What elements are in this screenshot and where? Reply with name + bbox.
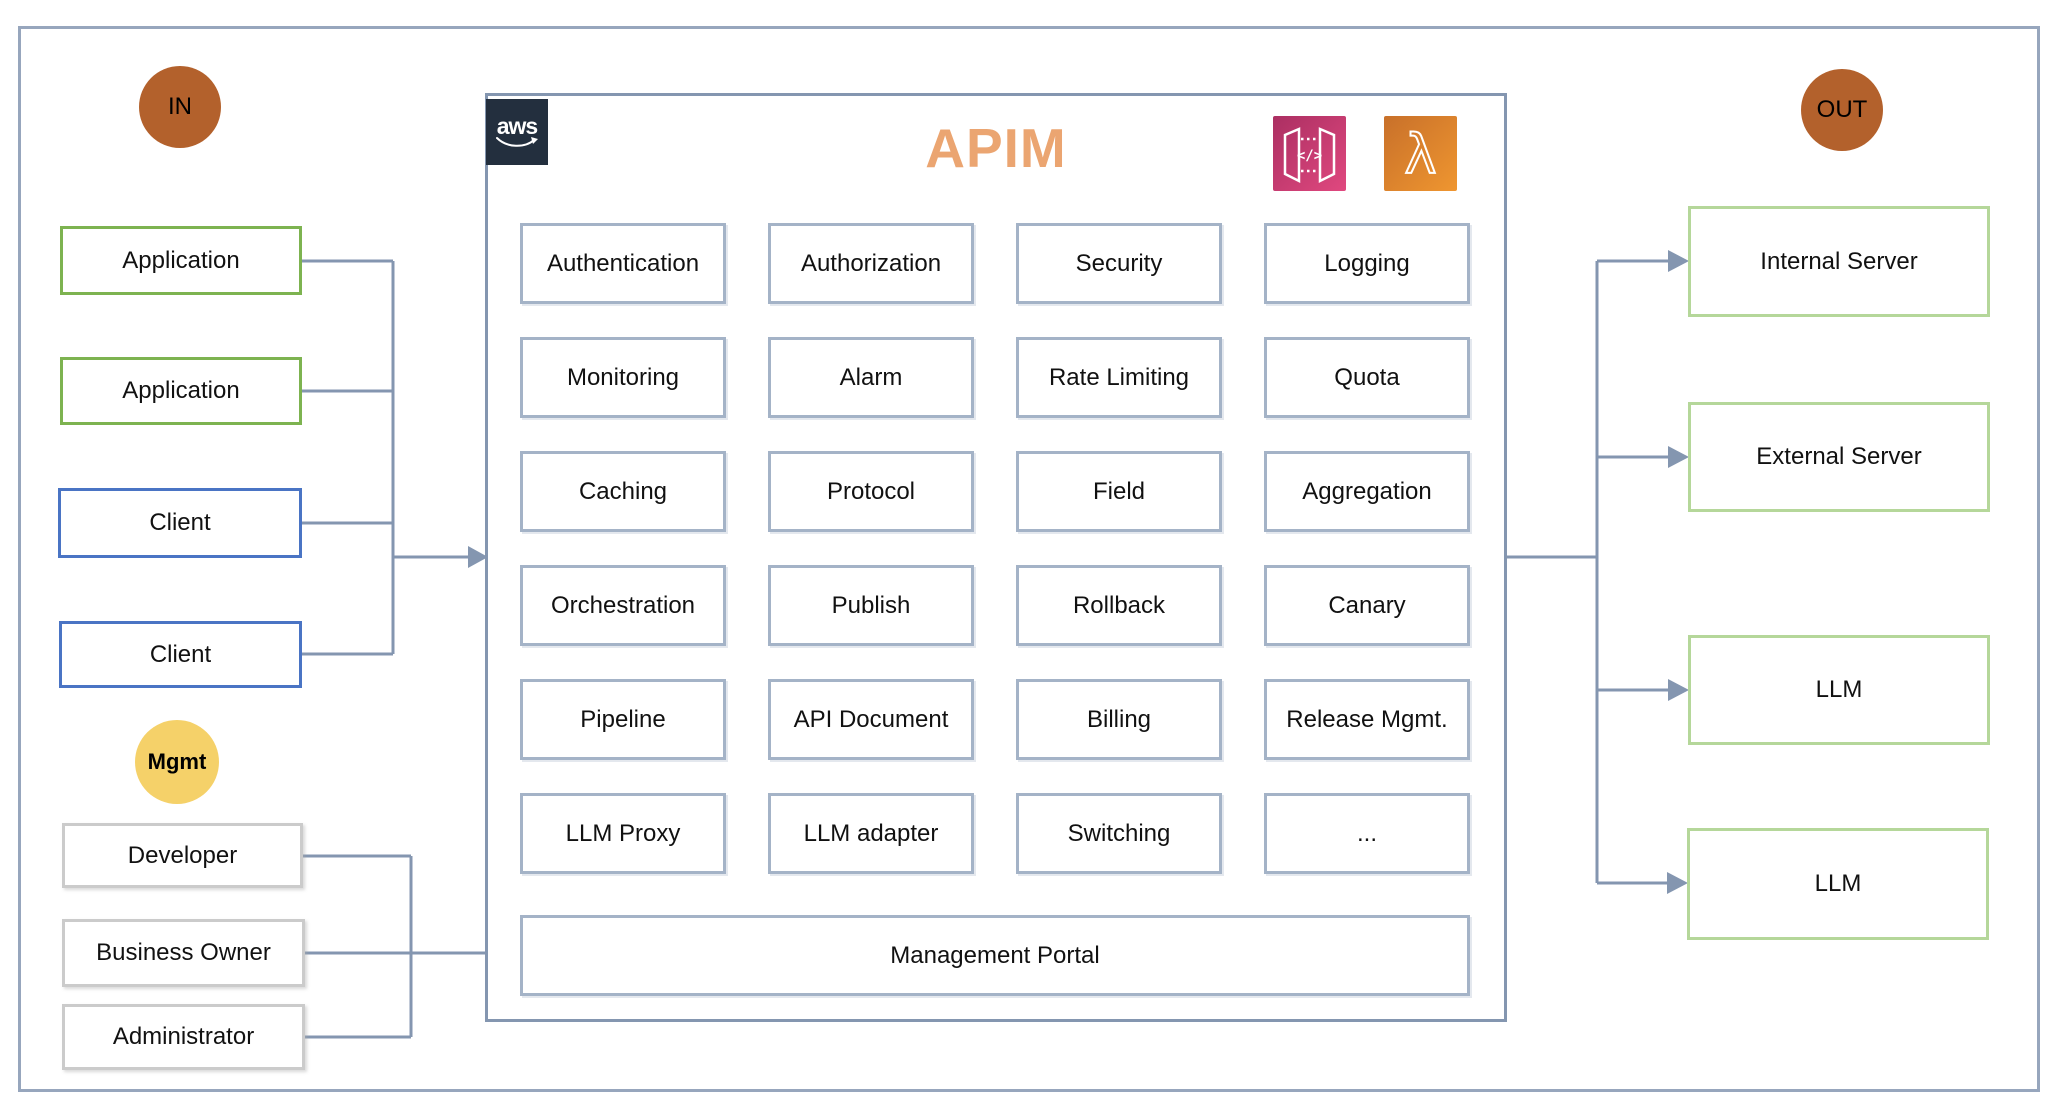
input-label: Application — [122, 377, 240, 404]
aws-smile-icon — [496, 136, 538, 147]
input-box-client-1: Client — [58, 488, 302, 558]
output-label: LLM — [1814, 870, 1862, 897]
input-label: Client — [149, 640, 212, 668]
mgmt-user-label: Business Owner — [96, 939, 271, 966]
output-box-llm-2: LLM — [1687, 828, 1989, 940]
input-label: Application — [122, 246, 240, 274]
feature-box-field: Field — [1016, 451, 1222, 532]
feature-box-billing: Billing — [1016, 679, 1222, 760]
feature-box-publish: Publish — [768, 565, 974, 646]
feature-box-caching: Caching — [520, 451, 726, 532]
management-portal-label: Management Portal — [890, 941, 1100, 969]
mgmt-badge: Mgmt — [135, 720, 219, 804]
output-label: External Server — [1756, 443, 1922, 470]
api-gateway-glyph: </> — [1297, 148, 1322, 164]
feature-box-quota: Quota — [1264, 337, 1470, 418]
mgmt-user-label: Administrator — [112, 1023, 255, 1050]
feature-box-alarm: Alarm — [768, 337, 974, 418]
output-label: Internal Server — [1760, 247, 1918, 275]
feature-box-release-mgmt: Release Mgmt. — [1264, 679, 1470, 760]
mgmt-box-business-owner: Business Owner — [62, 919, 305, 987]
management-portal-box: Management Portal — [520, 915, 1470, 996]
output-box-llm-1: LLM — [1688, 635, 1990, 745]
input-label: Client — [149, 509, 211, 536]
feature-box-llm-adapter: LLM adapter — [768, 793, 974, 874]
feature-box-rate-limiting: Rate Limiting — [1016, 337, 1222, 418]
output-box-internal-server: Internal Server — [1688, 206, 1990, 317]
aws-logo-text: aws — [496, 112, 538, 139]
mgmt-box-administrator: Administrator — [62, 1004, 305, 1070]
feature-box-rollback: Rollback — [1016, 565, 1222, 646]
mgmt-user-label: Developer — [127, 841, 238, 869]
input-box-application-2: Application — [60, 357, 302, 425]
feature-box-canary: Canary — [1264, 565, 1470, 646]
feature-box-llm-proxy: LLM Proxy — [520, 793, 726, 874]
feature-box-switching: Switching — [1016, 793, 1222, 874]
lambda-glyph: λ — [1405, 123, 1437, 186]
api-gateway-icon: </> — [1273, 116, 1346, 191]
feature-box-authorization: Authorization — [768, 223, 974, 304]
feature-box-aggregation: Aggregation — [1264, 451, 1470, 532]
feature-box-monitoring: Monitoring — [520, 337, 726, 418]
output-box-external-server: External Server — [1688, 402, 1990, 512]
diagram-outer-frame — [18, 26, 2040, 1092]
feature-box-authentication: Authentication — [520, 223, 726, 304]
output-label: LLM — [1815, 676, 1863, 703]
in-badge-label: IN — [168, 93, 192, 120]
in-badge: IN — [139, 66, 221, 148]
mgmt-box-developer: Developer — [62, 823, 303, 888]
aws-logo: aws — [486, 99, 548, 165]
input-box-client-2: Client — [59, 621, 302, 688]
feature-box-orchestration: Orchestration — [520, 565, 726, 646]
lambda-icon: λ — [1384, 116, 1457, 191]
feature-box-api-document: API Document — [768, 679, 974, 760]
out-badge-label: OUT — [1816, 96, 1868, 123]
mgmt-badge-label: Mgmt — [147, 749, 207, 774]
feature-box-protocol: Protocol — [768, 451, 974, 532]
feature-box-logging: Logging — [1264, 223, 1470, 304]
out-badge: OUT — [1801, 69, 1883, 151]
feature-box-ellipsis: ... — [1264, 793, 1470, 874]
input-box-application-1: Application — [60, 226, 302, 295]
apim-title: APIM — [925, 117, 1067, 179]
feature-box-pipeline: Pipeline — [520, 679, 726, 760]
apim-feature-grid: Authentication Authorization Security Lo… — [520, 223, 1470, 874]
apim-container: aws APIM </> λ Authentication Authorizat… — [485, 93, 1507, 1022]
feature-box-security: Security — [1016, 223, 1222, 304]
